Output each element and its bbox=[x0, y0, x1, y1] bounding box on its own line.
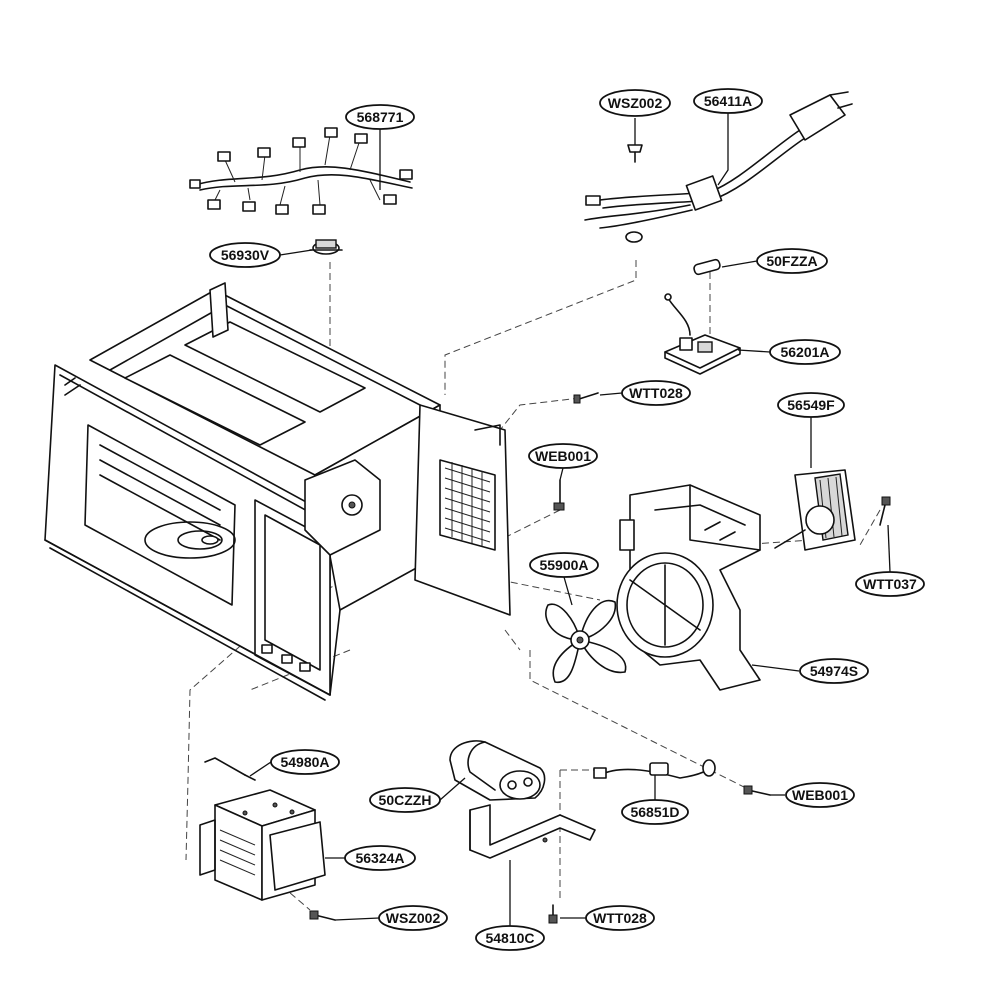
label-54810C: 54810C bbox=[475, 925, 545, 951]
screw-wtt028-filter-part bbox=[573, 392, 599, 404]
label-568771: 568771 bbox=[345, 104, 415, 130]
diode-part bbox=[204, 757, 256, 781]
label-54974S: 54974S bbox=[799, 658, 869, 684]
svg-text:56201A: 56201A bbox=[780, 344, 829, 360]
screw-wsz002-lower-part bbox=[309, 910, 336, 921]
svg-text:54980A: 54980A bbox=[280, 754, 329, 770]
svg-text:54810C: 54810C bbox=[485, 930, 534, 946]
label-55900A: 55900A bbox=[529, 552, 599, 578]
svg-text:56324A: 56324A bbox=[355, 850, 404, 866]
svg-text:568771: 568771 bbox=[357, 109, 404, 125]
svg-text:WEB001: WEB001 bbox=[535, 448, 591, 464]
capacitor-bracket-part bbox=[469, 804, 596, 859]
thermostat-part bbox=[309, 239, 343, 255]
wire-harness-part bbox=[189, 127, 413, 215]
screw-web001-upper-part bbox=[553, 479, 565, 511]
screw-wsz002-top-part bbox=[627, 144, 643, 163]
svg-text:50CZZH: 50CZZH bbox=[379, 792, 432, 808]
label-56851D: 56851D bbox=[621, 799, 689, 825]
label-56201A: 56201A bbox=[769, 339, 841, 365]
svg-text:WTT037: WTT037 bbox=[863, 576, 917, 592]
svg-text:WTT028: WTT028 bbox=[593, 910, 647, 926]
label-54980A: 54980A bbox=[270, 749, 340, 775]
svg-text:56411A: 56411A bbox=[704, 93, 752, 109]
svg-text:56851D: 56851D bbox=[630, 804, 679, 820]
label-50CZZH: 50CZZH bbox=[369, 787, 441, 813]
svg-text:50FZZA: 50FZZA bbox=[766, 253, 817, 269]
label-WTT037: WTT037 bbox=[855, 571, 925, 597]
screw-wtt028-lower-part bbox=[548, 904, 558, 924]
label-56411A: 56411A bbox=[693, 88, 763, 114]
label-WSZ002-lower: WSZ002 bbox=[378, 905, 448, 931]
screw-wtt037-part bbox=[879, 496, 891, 526]
label-WSZ002-top: WSZ002 bbox=[599, 89, 671, 117]
leader-lines bbox=[249, 110, 891, 930]
svg-text:WSZ002: WSZ002 bbox=[386, 910, 441, 926]
microwave-cabinet-part bbox=[44, 282, 511, 701]
lamp-socket-part bbox=[593, 759, 716, 779]
label-WTT028-upper: WTT028 bbox=[621, 380, 691, 406]
svg-text:WTT028: WTT028 bbox=[629, 385, 683, 401]
power-cord-part bbox=[584, 91, 853, 243]
label-56549F: 56549F bbox=[777, 392, 845, 418]
svg-text:54974S: 54974S bbox=[810, 663, 858, 679]
svg-text:WEB001: WEB001 bbox=[792, 787, 848, 803]
magnetron-part bbox=[199, 789, 326, 901]
fan-motor-part bbox=[774, 469, 856, 551]
fan-blade-part bbox=[545, 599, 627, 683]
screw-web001-lower-part bbox=[743, 785, 771, 796]
label-56324A: 56324A bbox=[344, 845, 416, 871]
noise-filter-part bbox=[664, 293, 741, 375]
capacitor-part bbox=[449, 740, 546, 801]
label-WEB001-upper: WEB001 bbox=[528, 443, 598, 469]
fuse-part bbox=[693, 258, 721, 276]
label-50FZZA: 50FZZA bbox=[756, 248, 828, 274]
svg-text:56549F: 56549F bbox=[787, 397, 835, 413]
label-WTT028-lower: WTT028 bbox=[585, 905, 655, 931]
svg-text:56930V: 56930V bbox=[221, 247, 270, 263]
label-56930V: 56930V bbox=[209, 242, 281, 268]
svg-text:WSZ002: WSZ002 bbox=[608, 95, 663, 111]
fan-duct-part bbox=[616, 484, 761, 691]
label-WEB001-lower: WEB001 bbox=[785, 782, 855, 808]
svg-text:55900A: 55900A bbox=[539, 557, 588, 573]
